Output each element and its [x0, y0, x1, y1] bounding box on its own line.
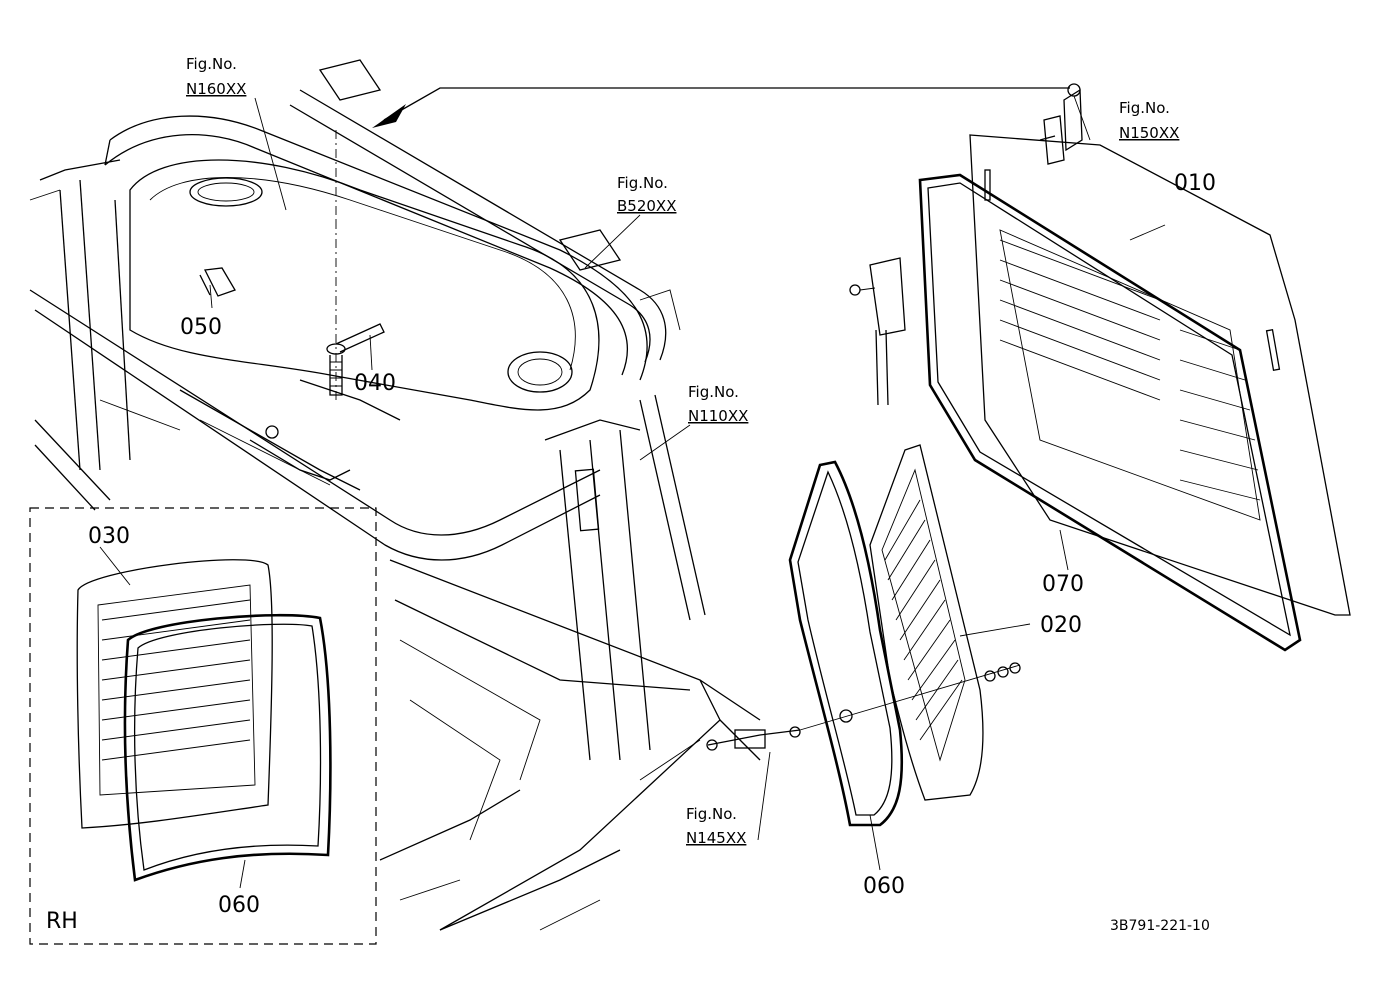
- svg-text:N150XX: N150XX: [1119, 124, 1179, 142]
- seal-060: [788, 460, 904, 827]
- part-040-label: 040: [354, 371, 396, 396]
- svg-text:Fig.No.: Fig.No.: [688, 383, 739, 401]
- defrost-lines-020: [884, 499, 963, 741]
- part-070-label: 070: [1042, 572, 1084, 597]
- defrost-lines-010: [999, 239, 1261, 501]
- part-060-rh-label: 060: [218, 893, 260, 918]
- glass-010: [969, 134, 1351, 616]
- part-010-label: 010: [1174, 171, 1216, 196]
- glass-020: [869, 444, 984, 801]
- svg-text:Fig.No.: Fig.No.: [1119, 99, 1170, 117]
- svg-text:Fig.No.: Fig.No.: [686, 805, 737, 823]
- hinge-n145: [706, 662, 1021, 751]
- part-050-label: 050: [180, 315, 222, 340]
- seal-070: [918, 173, 1302, 652]
- fig-n145-label: Fig.No. N145XX: [686, 805, 746, 847]
- svg-text:Fig.No.: Fig.No.: [186, 55, 237, 73]
- fig-b520-label: Fig.No. B520XX: [617, 174, 676, 215]
- svg-text:N145XX: N145XX: [686, 829, 746, 847]
- bolt-040: [326, 130, 385, 400]
- part-060-label: 060: [863, 874, 905, 899]
- leader-lines: [99, 95, 1166, 889]
- drawing-number: 3B791-221-10: [1110, 918, 1210, 934]
- svg-text:B520XX: B520XX: [617, 197, 676, 215]
- part-030-label: 030: [88, 524, 130, 549]
- part-020-label: 020: [1040, 613, 1082, 638]
- svg-text:N160XX: N160XX: [186, 80, 246, 98]
- rh-side-label: RH: [46, 909, 78, 934]
- hinge-bracket: [849, 83, 1083, 406]
- fig-n110-label: Fig.No. N110XX: [688, 383, 748, 425]
- svg-text:N110XX: N110XX: [688, 407, 748, 425]
- leader-n150: [372, 87, 1070, 128]
- fig-n150-label: Fig.No. N150XX: [1119, 99, 1179, 142]
- fig-n160-label: Fig.No. N160XX: [186, 55, 246, 98]
- cab-frame: [29, 59, 761, 931]
- svg-text:Fig.No.: Fig.No.: [617, 174, 668, 192]
- rh-inset: [29, 507, 377, 945]
- clip-050: [199, 267, 236, 297]
